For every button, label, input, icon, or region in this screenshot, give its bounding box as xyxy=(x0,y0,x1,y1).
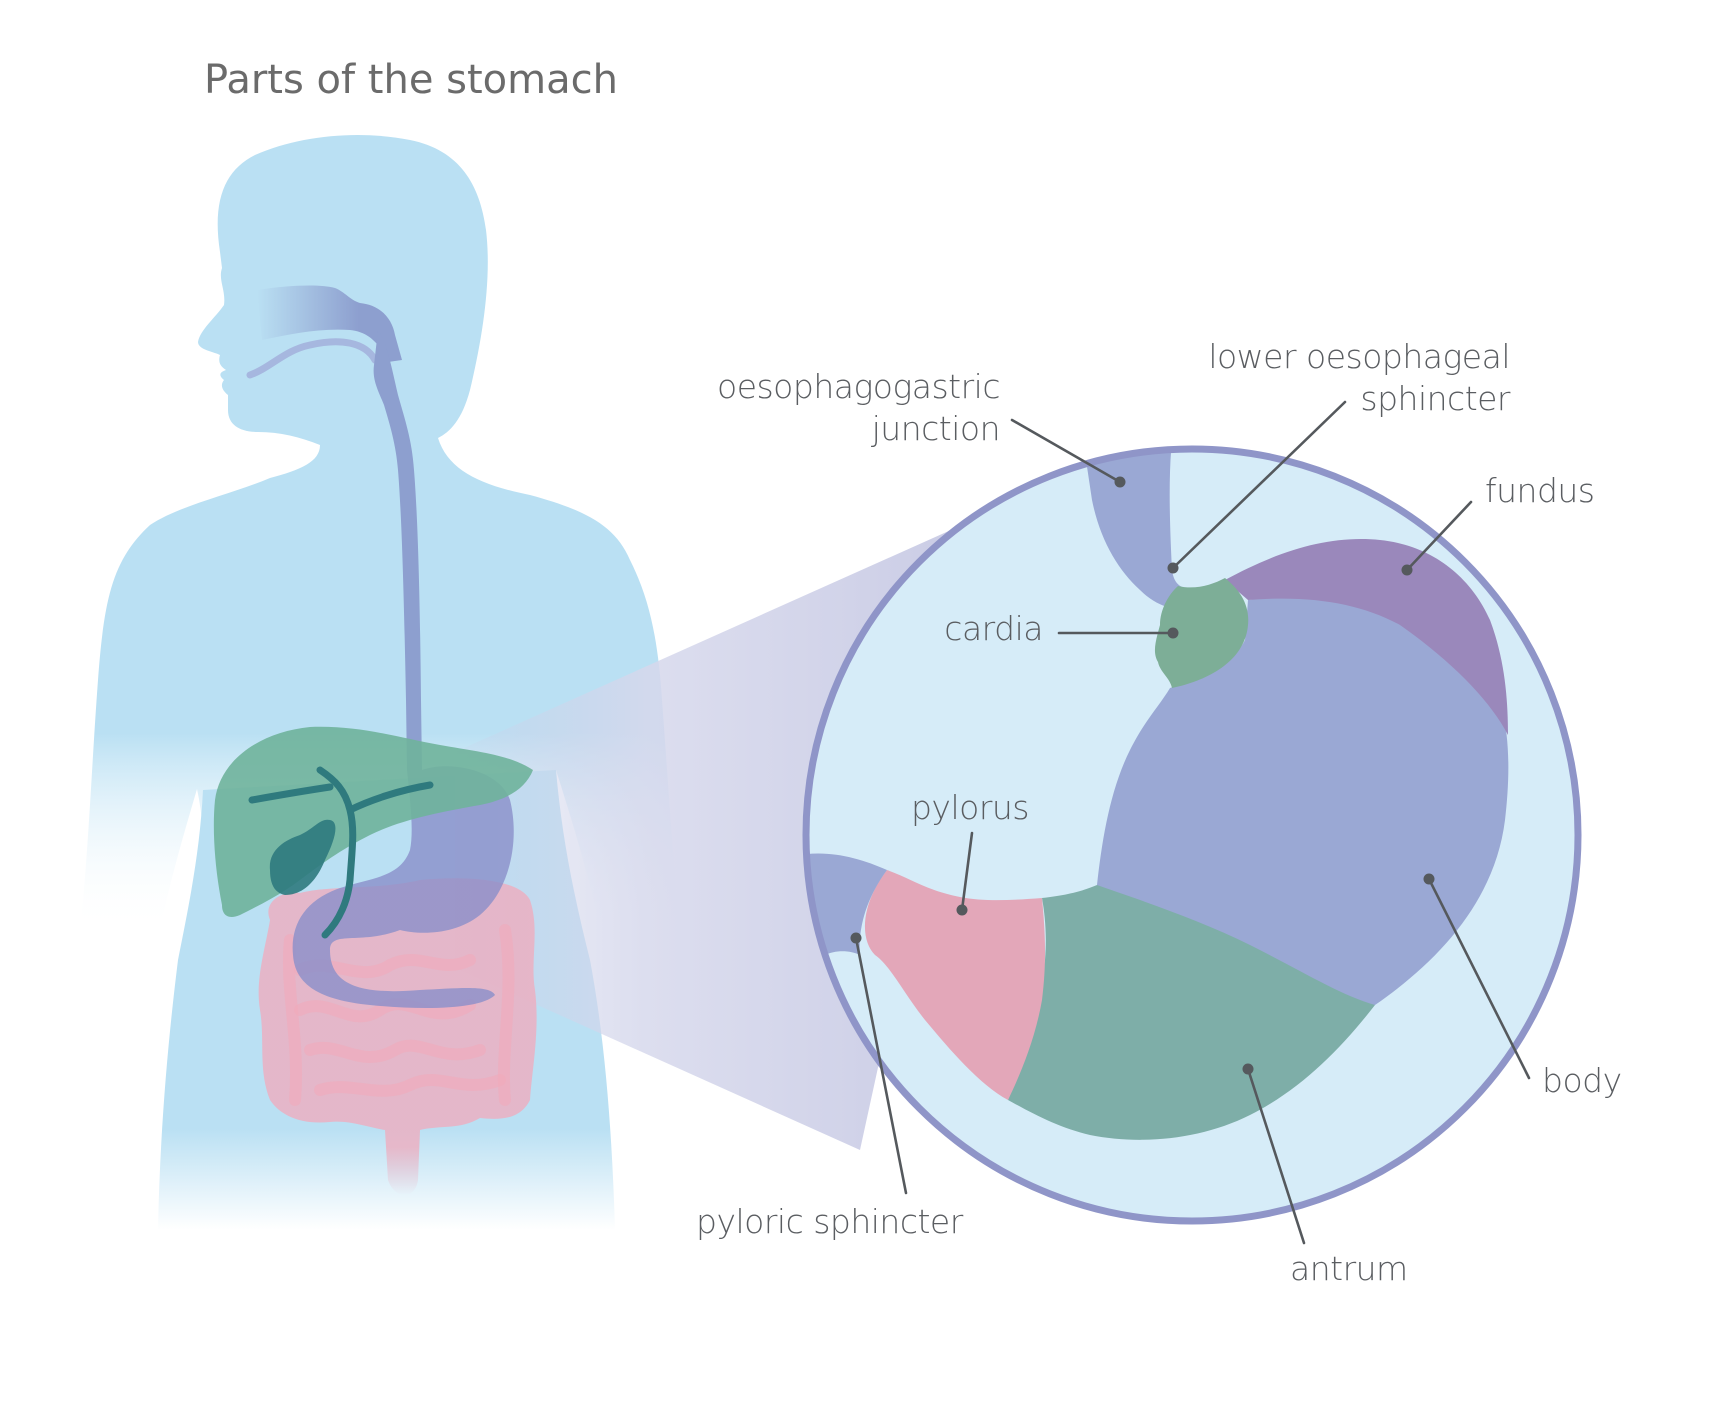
label-fundus: fundus xyxy=(1485,471,1595,510)
dot-lower-oesophageal-sphincter xyxy=(1167,562,1179,574)
diagram-title: Parts of the stomach xyxy=(204,57,618,103)
label-oesophagogastric-junction-line2: junction xyxy=(871,409,1000,448)
label-body: body xyxy=(1542,1061,1622,1100)
label-lower-oesophageal-sphincter-line2: sphincter xyxy=(1360,379,1511,418)
leader-pyloric-sphincter xyxy=(854,936,908,1195)
fundus-region xyxy=(1225,539,1508,735)
stomach-small xyxy=(292,766,514,1008)
label-oesophagogastric-junction-line1: oesophagogastric xyxy=(717,367,1000,406)
gallbladder xyxy=(269,819,336,895)
small-intestine-loops xyxy=(282,924,515,1106)
dot-pylorus xyxy=(956,904,968,916)
label-pyloric-sphincter: pyloric sphincter xyxy=(696,1202,964,1241)
antrum-region xyxy=(1008,885,1375,1140)
dot-fundus xyxy=(1401,564,1413,576)
label-antrum: antrum xyxy=(1290,1249,1408,1288)
magnifier-circle-outline xyxy=(802,445,1582,1225)
oesophagus-region xyxy=(1083,449,1195,608)
cardia-region xyxy=(1154,578,1249,688)
body-region xyxy=(1097,596,1509,1006)
dot-pyloric-sphincter xyxy=(850,932,862,944)
label-lower-oesophageal-sphincter-line1: lower oesophageal xyxy=(1208,337,1510,376)
leader-pylorus xyxy=(960,831,974,912)
labels: oesophagogastric junction lower oesophag… xyxy=(696,337,1622,1288)
leader-lower-oesophageal-sphincter xyxy=(1171,400,1347,570)
magnified-stomach xyxy=(802,445,1582,1225)
nasal-cavity xyxy=(257,285,402,362)
leader-lines xyxy=(850,400,1531,1245)
dot-oesophagogastric-junction xyxy=(1114,476,1126,488)
bile-ducts xyxy=(248,766,434,939)
pylorus-region xyxy=(864,870,1046,1100)
dot-antrum xyxy=(1242,1063,1254,1075)
leader-antrum xyxy=(1246,1067,1306,1245)
palate xyxy=(246,338,379,379)
leader-body xyxy=(1427,877,1531,1080)
dot-body xyxy=(1423,873,1435,885)
oesophagus xyxy=(373,330,422,770)
leader-oesophagogastric-junction xyxy=(1010,418,1122,484)
label-pylorus: pylorus xyxy=(911,788,1029,827)
organs xyxy=(213,726,537,1195)
label-cardia: cardia xyxy=(944,609,1043,648)
leader-fundus xyxy=(1405,500,1473,572)
dot-cardia xyxy=(1167,627,1179,639)
